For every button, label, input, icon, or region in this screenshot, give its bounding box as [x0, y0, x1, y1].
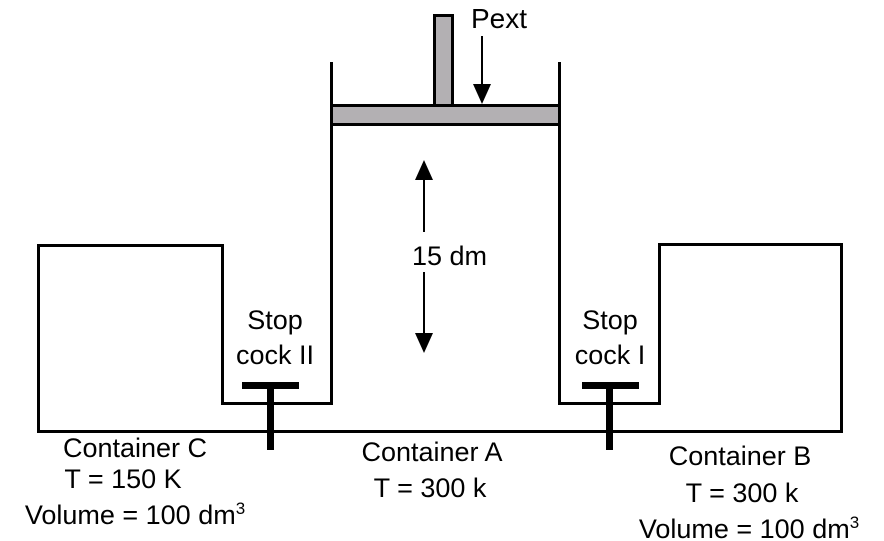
container-b-volume-base: Volume = 100 dm	[638, 514, 850, 541]
container-c-volume-base: Volume = 100 dm	[24, 500, 236, 530]
stopcock-i-stem	[606, 382, 613, 450]
stopcock-ii-label: Stop cock II	[236, 303, 314, 373]
container-c-volume-exponent: 3	[235, 499, 246, 518]
container-a-temperature: T = 300 k	[373, 473, 487, 503]
container-b-temperature: T = 300 k	[685, 478, 799, 508]
container-b-left-wall	[658, 243, 661, 405]
cylinder-right-wall	[558, 62, 561, 405]
pext-label: Pext	[471, 3, 528, 34]
stopcock-ii-label-line1: Stop	[247, 305, 303, 335]
container-c-left-wall	[37, 244, 40, 433]
stopcock-ii-label-line2: cock II	[235, 340, 315, 370]
piston-plate	[330, 104, 561, 126]
container-c-right-wall	[221, 244, 224, 405]
container-b-volume: Volume = 100 dm3	[639, 508, 859, 541]
pext-arrow-line	[481, 36, 483, 86]
stopcock-i-label-line1: Stop	[582, 305, 638, 335]
base-line	[37, 430, 843, 433]
stopcock-i-label-line2: cock I	[574, 340, 646, 370]
container-a-name: Container A	[361, 437, 503, 467]
pext-down-arrow-icon	[473, 84, 491, 104]
height-arrow-lower-line	[423, 272, 425, 335]
container-b-name: Container B	[668, 441, 812, 471]
container-b-right-wall	[840, 243, 843, 433]
stopcock-i-label: Stop cock I	[575, 303, 646, 373]
passage-ceiling-left	[221, 402, 333, 405]
container-c-top-wall	[37, 244, 224, 247]
height-label: 15 dm	[412, 241, 488, 271]
height-arrow-up-icon	[415, 160, 433, 180]
container-c-temperature: T = 150 K	[64, 464, 182, 494]
height-arrow-upper-line	[423, 178, 425, 232]
container-b-volume-exponent: 3	[849, 513, 860, 532]
piston-rod	[433, 14, 454, 108]
stopcock-ii-stem	[267, 382, 274, 450]
container-b-top-wall	[658, 243, 843, 246]
container-c-volume: Volume = 100 dm3	[25, 494, 245, 530]
container-c-name: Container C	[62, 433, 208, 463]
cylinder-left-wall	[330, 62, 333, 405]
height-arrow-down-icon	[415, 333, 433, 353]
